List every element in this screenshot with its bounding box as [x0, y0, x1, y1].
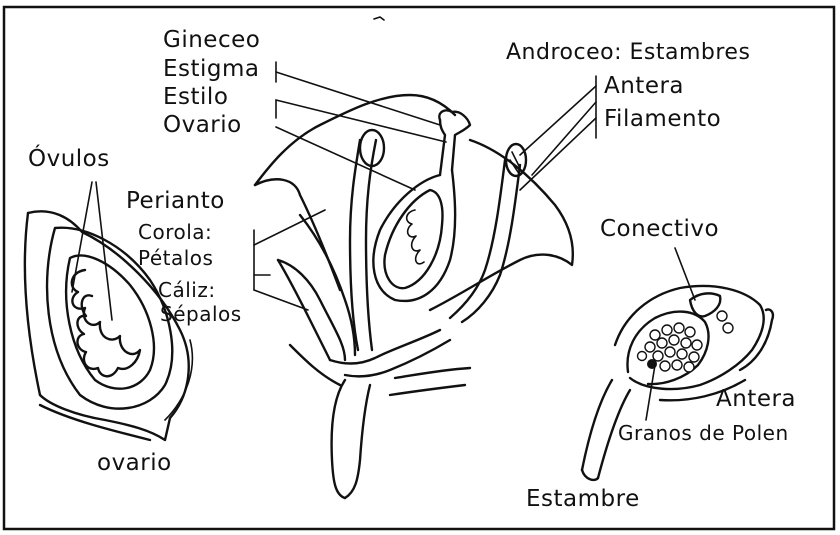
label-granos-de-polen: Granos de Polen — [618, 421, 789, 445]
flower-section — [253, 93, 574, 500]
label-gineceo: Gineceo — [163, 27, 261, 53]
label-estambre: Estambre — [526, 486, 640, 512]
label-antera-right: Antera — [716, 386, 797, 412]
label-perianto: Perianto — [126, 188, 225, 214]
label-antera-top: Antera — [604, 73, 685, 99]
label-corola: Corola: — [138, 220, 213, 244]
label-ovulos: Óvulos — [28, 146, 110, 172]
label-estilo: Estilo — [163, 84, 229, 110]
label-ovario-top: Ovario — [163, 112, 242, 138]
anther-section — [580, 284, 775, 482]
label-estigma: Estigma — [163, 56, 260, 82]
pollen-grains-cluster — [636, 322, 703, 373]
label-sepalos: Sépalos — [160, 302, 242, 326]
label-petalos: Pétalos — [138, 246, 214, 270]
label-conectivo: Conectivo — [600, 216, 720, 242]
leader-lines — [71, 61, 696, 421]
label-filamento: Filamento — [604, 106, 722, 132]
label-caliz: Cáliz: — [158, 278, 216, 302]
label-androceo: Androceo: Estambres — [506, 40, 751, 65]
ink-mark — [373, 16, 385, 21]
diagram-frame — [2, 5, 836, 531]
ovary-section — [23, 210, 194, 442]
label-ovario-bottom: ovario — [97, 450, 172, 476]
